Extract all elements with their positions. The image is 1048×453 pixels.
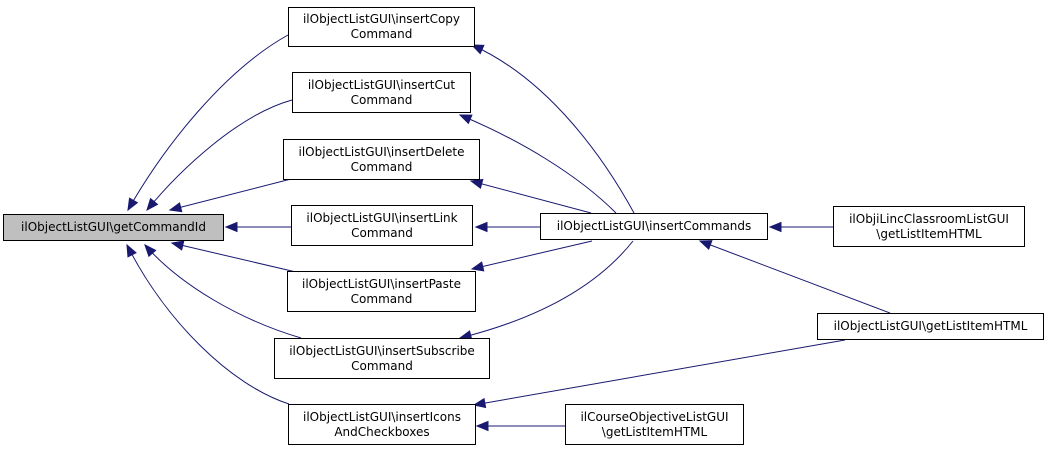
- arrowhead-icon: [168, 202, 183, 213]
- node-label-line: ilObjectListGUI\insertLink: [306, 210, 458, 225]
- edge-line: [127, 34, 289, 211]
- edge-insertPaste-to-getCommandId: [170, 240, 297, 273]
- node-insert-copy-command[interactable]: ilObjectListGUI\insertCopy Command: [288, 7, 475, 47]
- edge-line: [699, 240, 891, 314]
- arrowhead-icon: [475, 420, 489, 432]
- arrowhead-icon: [458, 114, 473, 125]
- arrowhead-icon: [170, 240, 185, 251]
- arrowhead-icon: [472, 397, 487, 409]
- edge-insertCut-to-getCommandId: [146, 99, 293, 212]
- arrowhead-icon: [224, 221, 238, 233]
- node-label-line: ilObjectListGUI\insertIcons: [303, 409, 461, 424]
- node-label-line: ilObjectListGUI\insertPaste: [302, 276, 461, 291]
- node-label-line: Command: [350, 27, 413, 41]
- arrowhead-icon: [698, 240, 713, 250]
- arrowhead-icon: [126, 243, 137, 258]
- edge-insertCommands-to-insertSubscribe: [458, 240, 634, 341]
- node-label-line: ilObjectListGUI\insertCut: [307, 77, 456, 92]
- node-label-line: Command: [350, 159, 413, 174]
- node-label-line: Command: [351, 225, 413, 240]
- edge-insertSubscribe-to-getCommandId: [144, 244, 302, 339]
- node-insert-subscribe-command[interactable]: ilObjectListGUI\insertSubscribe Command: [274, 338, 490, 379]
- node-label-line: Command: [351, 358, 413, 373]
- edge-insertIcons-to-getCommandId: [126, 243, 290, 405]
- edge-insertCopy-to-getCommandId: [127, 34, 289, 212]
- node-course-objective-get-list-item-html[interactable]: ilCourseObjectiveListGUI \getListItemHTM…: [565, 404, 744, 445]
- edge-line: [471, 240, 593, 270]
- edge-line: [473, 339, 846, 406]
- edge-getListItem-to-insertIcons: [472, 339, 846, 409]
- edge-insertCommands-to-insertDelete: [469, 178, 592, 214]
- arrowhead-icon: [768, 221, 782, 233]
- node-ilinc-classroom-get-list-item-html[interactable]: ilObjiLincClassroomListGUI \getListItemH…: [833, 206, 1025, 247]
- edge-line: [146, 99, 293, 211]
- edge-courseGetListItem-to-insertIcons: [475, 420, 565, 432]
- edge-line: [171, 242, 297, 273]
- node-label-line: ilObjiLincClassroomListGUI: [849, 211, 1009, 226]
- edge-insertCommands-to-insertCopy: [470, 44, 635, 214]
- node-label-line: ilObjectListGUI\getListItemHTML: [833, 319, 1028, 333]
- node-label-line: Command: [350, 291, 413, 306]
- edge-line: [470, 180, 592, 214]
- arrowhead-icon: [474, 221, 488, 233]
- edge-line: [169, 178, 292, 211]
- arrowhead-icon: [470, 261, 485, 272]
- edge-line: [459, 114, 617, 214]
- node-label-line: ilObjectListGUI\insertDelete: [298, 144, 465, 159]
- node-insert-paste-command[interactable]: ilObjectListGUI\insertPaste Command: [287, 271, 476, 312]
- arrowhead-icon: [144, 244, 157, 258]
- node-get-list-item-html[interactable]: ilObjectListGUI\getListItemHTML: [817, 313, 1044, 340]
- node-label-line: ilCourseObjectiveListGUI: [580, 409, 729, 424]
- edge-insertCommands-to-insertLink: [474, 221, 540, 233]
- node-label-line: ilObjectListGUI\insertCopy: [302, 12, 461, 26]
- node-insert-delete-command[interactable]: ilObjectListGUI\insertDelete Command: [283, 139, 480, 180]
- edge-insertCommands-to-insertPaste: [470, 240, 593, 272]
- node-insert-icons-and-checkboxes[interactable]: ilObjectListGUI\insertIcons AndCheckboxe…: [288, 404, 476, 445]
- node-label-line: ilObjectListGUI\getCommandId: [21, 220, 206, 234]
- edge-insertCommands-to-insertCut: [458, 114, 617, 214]
- node-get-command-id: ilObjectListGUI\getCommandId: [3, 214, 224, 241]
- node-label-line: \getListItemHTML: [876, 226, 982, 241]
- edge-insertDelete-to-getCommandId: [168, 178, 292, 213]
- edge-insertLink-to-getCommandId: [224, 221, 291, 233]
- arrowhead-icon: [127, 197, 139, 212]
- node-label-line: ilObjectListGUI\insertSubscribe: [289, 343, 475, 358]
- node-label-line: \getListItemHTML: [601, 424, 708, 439]
- node-label-line: AndCheckboxes: [334, 424, 430, 439]
- edge-line: [471, 44, 635, 214]
- edge-line: [144, 244, 302, 339]
- arrowhead-icon: [470, 44, 485, 55]
- node-label-line: ilObjectListGUI\insertCommands: [556, 219, 752, 233]
- node-insert-cut-command[interactable]: ilObjectListGUI\insertCut Command: [292, 72, 471, 113]
- arrowhead-icon: [469, 178, 484, 190]
- arrowhead-icon: [146, 197, 159, 212]
- edge-lincGetListItem-to-insertCommands: [768, 221, 833, 233]
- node-label-line: Command: [350, 92, 413, 107]
- edge-getListItem-to-insertCommands: [698, 240, 891, 314]
- edge-line: [459, 240, 634, 339]
- node-insert-commands[interactable]: ilObjectListGUI\insertCommands: [540, 213, 768, 240]
- edge-line: [126, 244, 290, 405]
- node-insert-link-command[interactable]: ilObjectListGUI\insertLink Command: [291, 205, 473, 246]
